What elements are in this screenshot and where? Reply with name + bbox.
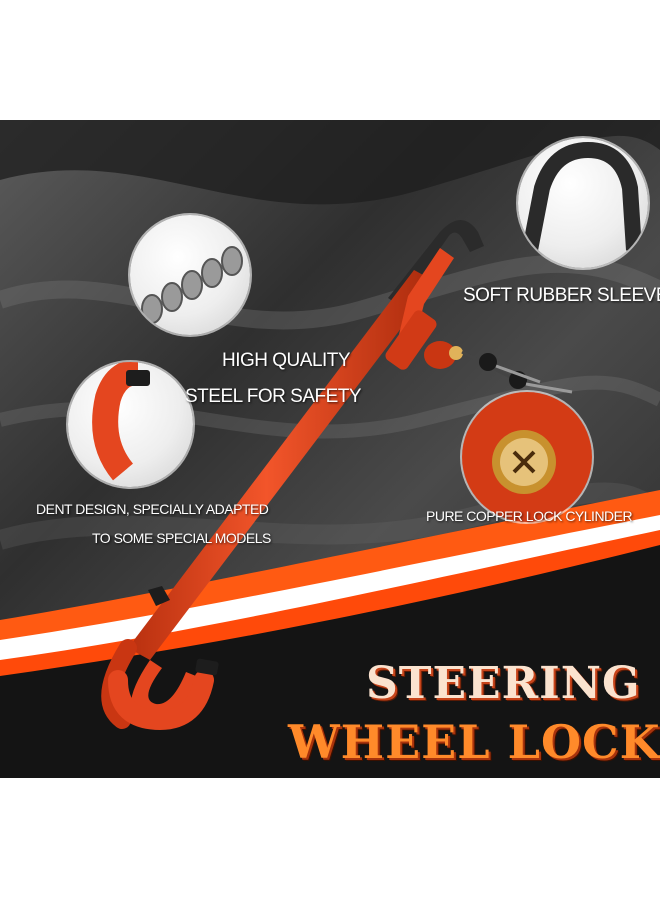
rubber-sleeve-label: SOFT RUBBER SLEEVE [463,285,660,306]
steel-callout [130,215,250,335]
dent-label-line2: TO SOME SPECIAL MODELS [92,530,271,546]
title-wheel-lock: WHEEL LOCK [288,715,660,769]
lock-cylinder-icon [462,392,592,522]
title-steering: STEERING [366,658,641,709]
dent-label-line1: DENT DESIGN, SPECIALLY ADAPTED [36,501,269,517]
steel-label-line2: STEEL FOR SAFETY [185,386,362,407]
spring-detail-icon [141,246,243,324]
sleeve-callout [518,138,648,268]
copper-label: PURE COPPER LOCK CYLINDER [426,508,633,524]
sleeve-detail-icon [522,141,642,252]
lock-rod [128,270,436,660]
hook-detail-icon [92,362,150,481]
product-ad-image: SOFT RUBBER SLEEVE HIGH QUALITY STEEL FO… [0,120,660,778]
copper-callout [462,392,592,522]
dent-callout [68,362,193,487]
steel-label-line1: HIGH QUALITY [222,350,351,371]
